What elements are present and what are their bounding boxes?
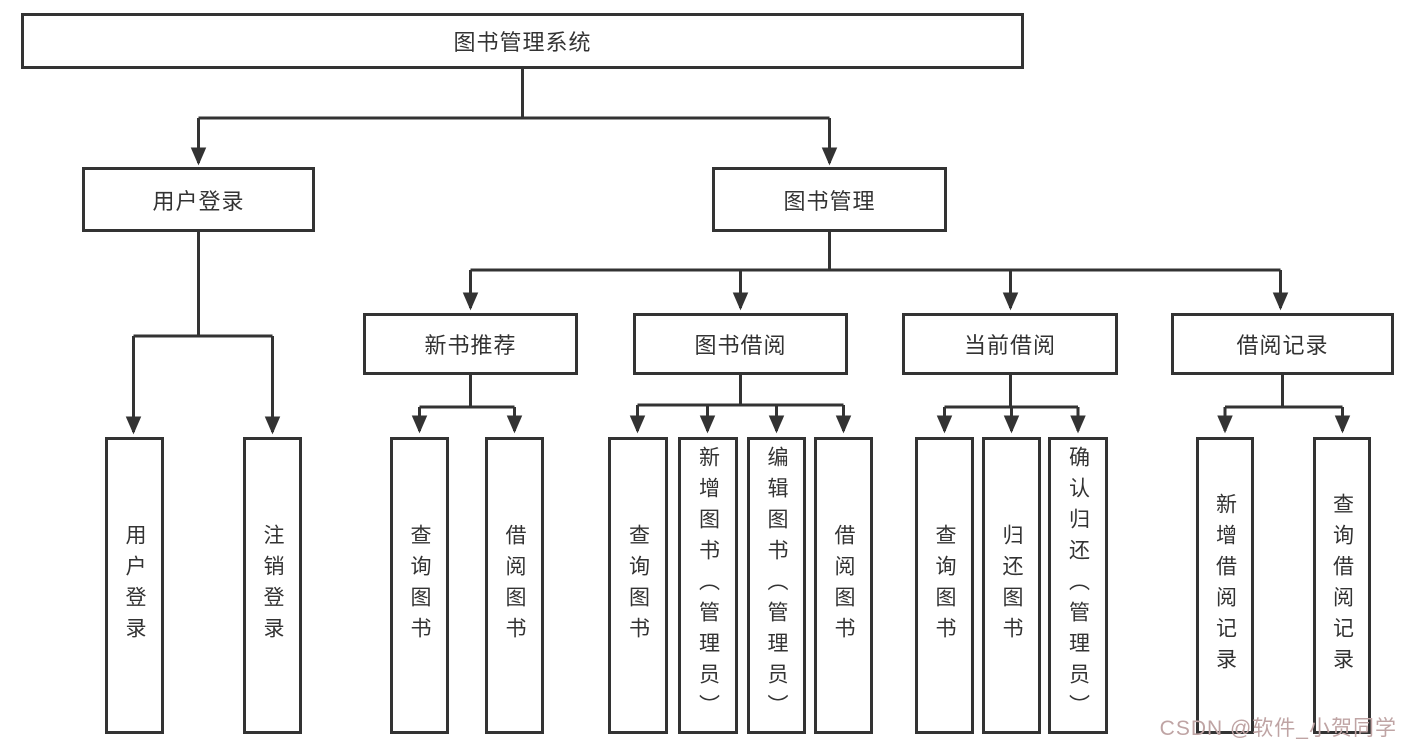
leaf-borrow-books-recommend: 借阅图书: [485, 437, 544, 734]
node-label: 查询图书: [933, 523, 956, 648]
leaf-user-login: 用户登录: [105, 437, 164, 734]
node-label: 图书借阅: [694, 333, 787, 358]
leaf-add-books-admin: 新增图书（管理员）: [678, 437, 738, 734]
node-label: 注销登录: [261, 523, 284, 648]
node-book-management: 图书管理: [712, 167, 947, 232]
leaf-query-books-current: 查询图书: [915, 437, 974, 734]
leaf-borrow-books: 借阅图书: [814, 437, 873, 734]
leaf-logout: 注销登录: [243, 437, 302, 734]
node-label: 查询图书: [626, 523, 650, 648]
node-new-book-recommendation: 新书推荐: [363, 313, 578, 375]
node-label: 新增借阅记录: [1213, 492, 1237, 679]
node-borrowing-records: 借阅记录: [1171, 313, 1394, 375]
node-label: 用户登录: [152, 188, 245, 214]
leaf-query-books-borrowing: 查询图书: [608, 437, 668, 734]
node-label: 借阅图书: [503, 523, 526, 648]
node-label: 图书管理: [783, 188, 876, 214]
node-label: 借阅记录: [1236, 333, 1329, 358]
node-label: 借阅图书: [832, 523, 855, 648]
node-label: 图书管理系统: [453, 30, 592, 55]
node-label: 查询借阅记录: [1330, 492, 1354, 679]
node-label: 归还图书: [1000, 523, 1023, 648]
leaf-return-books: 归还图书: [982, 437, 1041, 734]
node-label: 新书推荐: [424, 333, 517, 358]
leaf-edit-books-admin: 编辑图书（管理员）: [747, 437, 806, 734]
node-label: 用户登录: [123, 523, 146, 648]
leaf-query-books-recommend: 查询图书: [390, 437, 449, 734]
leaf-confirm-return-admin: 确认归还（管理员）: [1048, 437, 1108, 734]
node-label: 当前借阅: [963, 333, 1056, 358]
node-label: 编辑图书（管理员）: [765, 446, 788, 725]
leaf-query-borrow-record: 查询借阅记录: [1313, 437, 1371, 734]
node-label: 新增图书（管理员）: [696, 446, 720, 725]
node-library-management-system: 图书管理系统: [21, 13, 1024, 69]
node-book-borrowing: 图书借阅: [633, 313, 848, 375]
leaf-add-borrow-record: 新增借阅记录: [1196, 437, 1254, 734]
node-label: 确认归还（管理员）: [1066, 446, 1090, 725]
node-user-login: 用户登录: [82, 167, 315, 232]
node-current-borrowing: 当前借阅: [902, 313, 1118, 375]
node-label: 查询图书: [408, 523, 431, 648]
